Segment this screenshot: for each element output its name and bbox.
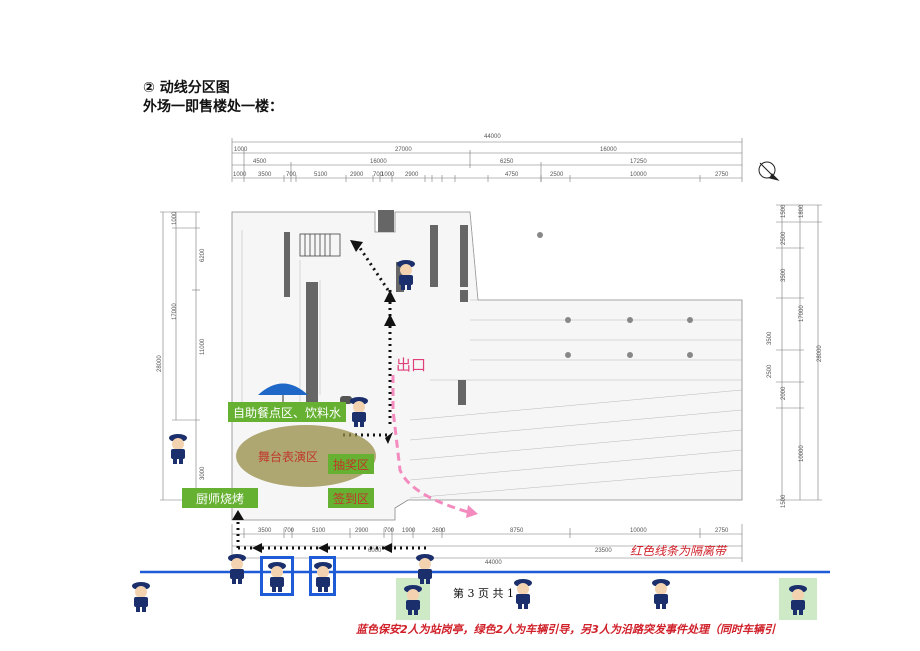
dim-top-r2-1: 27000 <box>395 147 412 153</box>
guard-post-box <box>309 556 336 596</box>
dim-top-r3-0: 4500 <box>253 159 267 165</box>
dim-bot-r1-3: 2900 <box>355 528 369 534</box>
security-guard-icon <box>404 585 422 615</box>
stage-label: 舞台表演区 <box>258 450 319 464</box>
dim-top-r4-10: 10000 <box>630 172 647 178</box>
security-guard-icon <box>169 434 187 464</box>
building-hatch <box>241 211 743 499</box>
dim-left-3: 11000 <box>200 338 206 355</box>
dim-right-9: 10000 <box>799 445 805 462</box>
dim-left-1: 6200 <box>200 248 206 262</box>
page-number: 第 3 页 共 1 <box>453 587 514 600</box>
dim-right-10: 1500 <box>781 494 787 508</box>
dim-top-r4-4: 2900 <box>350 172 364 178</box>
column-markers <box>537 232 693 358</box>
top-dimension-text: 44000 1000 27000 16000 4500 16000 6250 1… <box>233 134 729 178</box>
dim-bot-total: 44000 <box>485 560 502 566</box>
dim-right-3: 3500 <box>781 268 787 282</box>
dim-right-8: 2000 <box>781 386 787 400</box>
compass-icon <box>758 161 780 181</box>
security-guard-icon <box>268 562 286 592</box>
exit-label: 出口 <box>396 356 427 374</box>
left-dimension-text: 1000 6200 17000 11000 28000 3000 <box>157 211 206 480</box>
dim-left-4: 28000 <box>157 355 163 372</box>
zone-signin: 签到区 <box>328 488 374 508</box>
dim-top-r4-1: 3500 <box>258 172 272 178</box>
dim-top-r4-7: 2900 <box>405 172 419 178</box>
dim-top-r3-3: 17250 <box>630 159 647 165</box>
dim-left-2: 17000 <box>172 303 178 320</box>
flow-arrowheads <box>232 240 396 553</box>
section-title: ② 动线分区图 <box>143 80 230 96</box>
dim-top-r2-2: 16000 <box>600 147 617 153</box>
security-guard-icon <box>789 585 807 615</box>
dim-bot-r1-8: 10000 <box>630 528 647 534</box>
dim-top-r3-2: 6250 <box>500 159 514 165</box>
dim-right-1: 1800 <box>799 204 805 218</box>
dim-right-0: 1500 <box>781 204 787 218</box>
dim-bot-r1-5: 1900 <box>402 528 416 534</box>
right-dimension-lines <box>776 204 822 501</box>
dim-right-4: 17000 <box>799 305 805 322</box>
left-dimension-lines <box>160 211 200 501</box>
zone-lottery: 抽奖区 <box>328 454 374 474</box>
dim-bot-r2-1: 23500 <box>595 548 612 554</box>
dim-top-r4-6: 1000 <box>381 172 395 178</box>
dim-bot-r1-9: 2750 <box>715 528 729 534</box>
dim-right-2: 2500 <box>781 231 787 245</box>
dim-top-r4-11: 2750 <box>715 172 729 178</box>
security-guard-icon <box>652 579 670 609</box>
dim-top-r2-0: 1000 <box>234 147 248 153</box>
dim-top-total: 44000 <box>484 134 501 140</box>
dim-bot-r2-0: 6000 <box>368 548 382 554</box>
dim-bot-r1-6: 2600 <box>432 528 446 534</box>
dim-bot-r1-0: 3500 <box>258 528 272 534</box>
guard-post-box <box>260 556 294 596</box>
legend-red-line: 红色线条为隔离带 <box>630 544 727 558</box>
security-guard-icon <box>514 579 532 609</box>
security-guard-icon <box>132 582 150 612</box>
security-guard-icon <box>350 397 368 427</box>
dim-top-r4-2: 700 <box>286 172 297 178</box>
dim-bot-r1-7: 8750 <box>510 528 524 534</box>
right-dimension-text: 1500 1800 2500 3500 17000 3500 28000 250… <box>767 204 823 508</box>
security-guard-icon <box>416 554 434 584</box>
dim-top-r4-0: 1000 <box>233 172 247 178</box>
dim-right-5: 3500 <box>767 331 773 345</box>
dim-top-r4-3: 5100 <box>314 172 328 178</box>
stairs-icon <box>299 233 341 257</box>
dim-bot-r1-2: 5100 <box>312 528 326 534</box>
exit-route-arrow <box>391 375 478 518</box>
dim-right-6: 28000 <box>817 345 823 362</box>
dim-top-r4-9: 2500 <box>550 172 564 178</box>
dim-bot-r1-1: 700 <box>284 528 295 534</box>
dim-top-r4-8: 4750 <box>505 172 519 178</box>
zone-buffet: 自助餐点区、饮料水 <box>228 402 346 422</box>
dim-right-7: 2500 <box>767 364 773 378</box>
bottom-dimension-text: 3500 700 5100 2900 700 1900 2600 8750 10… <box>258 528 729 566</box>
dim-bot-r1-4: 700 <box>384 528 395 534</box>
dim-left-0: 1000 <box>172 211 178 225</box>
dim-top-r3-1: 16000 <box>370 159 387 165</box>
security-guard-icon <box>228 554 246 584</box>
footer-note: 蓝色保安2人为站岗亭，绿色2人为车辆引导，另3人为沿路突发事件处理（同时车辆引 <box>356 623 775 636</box>
zone-bbq: 厨师烧烤 <box>182 488 258 508</box>
security-guard-icon <box>314 562 332 592</box>
security-guard-icon <box>397 260 415 290</box>
dim-top-r4-5: 700 <box>373 172 384 178</box>
section-subtitle: 外场一即售楼处一楼： <box>143 99 283 115</box>
dim-left-5: 3000 <box>200 466 206 480</box>
top-dimension-lines <box>231 138 743 182</box>
